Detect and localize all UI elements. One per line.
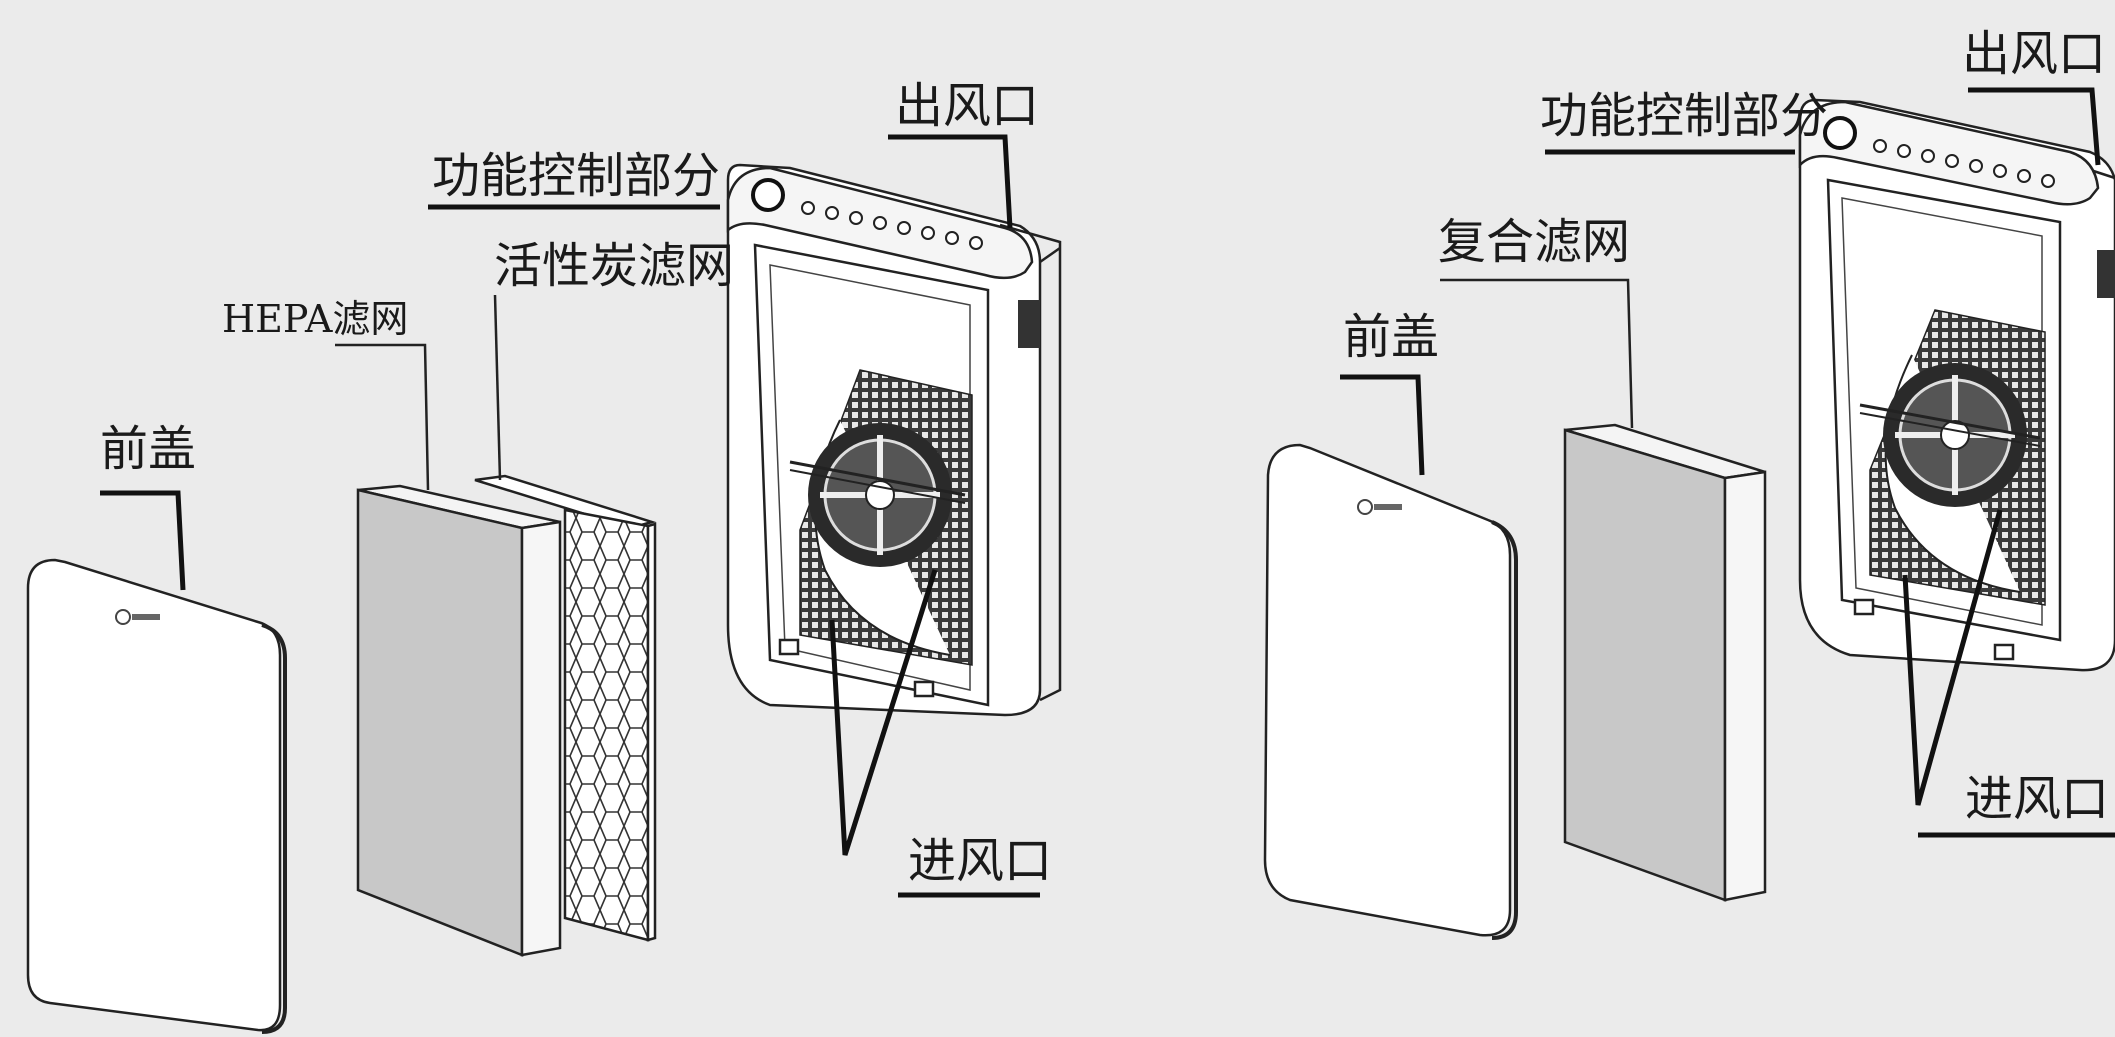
left-leader-carbon — [493, 294, 502, 481]
left-label-control: 功能控制部分 — [432, 148, 720, 204]
left-label-hepa: HEPA滤网 — [222, 297, 408, 341]
right-side-vent — [2097, 250, 2115, 298]
right-label-control: 功能控制部分 — [1540, 88, 1828, 144]
brand-logo-icon — [1357, 499, 1402, 515]
right-diagram: 出风口 功能控制部分 复合滤网 前盖 进风口 — [1263, 26, 2115, 940]
left-label-outlet: 出风口 — [895, 78, 1039, 134]
right-leader-composite — [1440, 278, 1634, 429]
left-front-cover-panel — [26, 558, 287, 1034]
right-front-cover-panel — [1263, 443, 1518, 940]
left-label-carbon: 活性炭滤网 — [494, 238, 734, 294]
right-label-outlet: 出风口 — [1962, 26, 2106, 82]
left-carbon-filter — [474, 474, 657, 942]
brand-logo-icon — [115, 609, 160, 625]
left-leader-outlet — [888, 134, 1013, 229]
right-fan-icon — [1883, 363, 2027, 507]
left-label-inlet: 进风口 — [908, 833, 1052, 889]
right-control-knob-icon — [1823, 116, 1857, 150]
left-button-row — [801, 201, 983, 250]
left-diagram: 出风口 功能控制部分 HEPA滤网 活性炭滤网 前盖 进风口 — [26, 78, 1062, 1034]
right-leader-front-cover — [1340, 374, 1425, 476]
right-main-unit — [1798, 98, 2115, 672]
right-leader-inlet-fan — [1902, 509, 2003, 806]
left-fan-icon — [808, 423, 952, 567]
right-label-composite: 复合滤网 — [1438, 214, 1630, 270]
left-side-vent — [1018, 300, 1040, 348]
left-hepa-filter — [356, 484, 562, 957]
left-leader-hepa — [335, 343, 430, 491]
left-label-front-cover: 前盖 — [100, 421, 196, 477]
right-label-inlet: 进风口 — [1965, 771, 2109, 827]
left-main-unit — [726, 163, 1062, 717]
left-leader-inlet-fan — [829, 569, 938, 856]
right-button-row — [1873, 139, 2055, 188]
right-leader-outlet — [1968, 87, 2101, 166]
right-label-front-cover: 前盖 — [1343, 309, 1439, 365]
left-control-knob-icon — [751, 178, 785, 212]
right-composite-filter — [1563, 423, 1767, 902]
left-leader-front-cover — [100, 490, 186, 591]
